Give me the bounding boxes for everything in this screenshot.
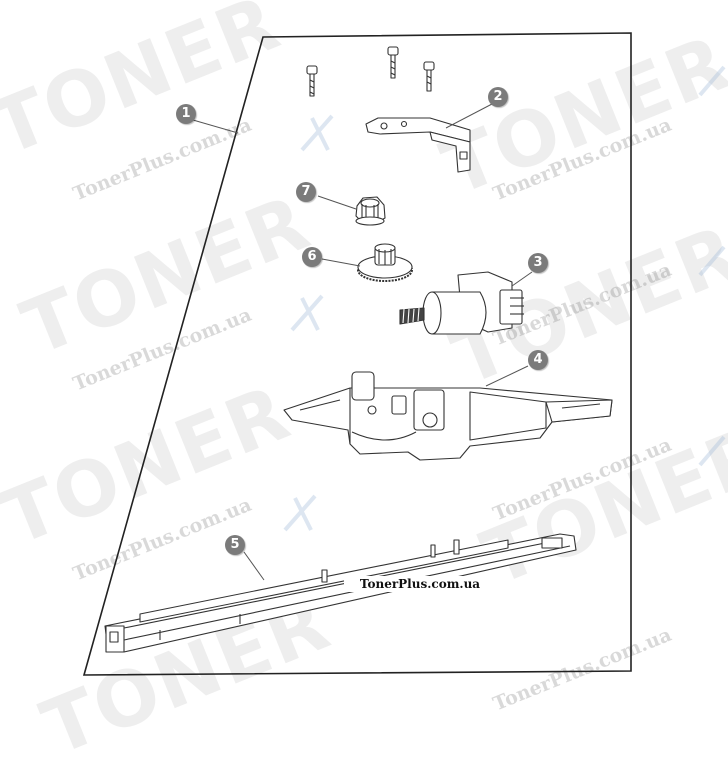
site-label: TonerPlus.com.ua xyxy=(344,576,496,592)
callout-2: 2 xyxy=(488,87,508,107)
callout-5: 5 xyxy=(225,535,245,555)
callout-3: 3 xyxy=(528,253,548,273)
screw-right xyxy=(423,61,435,92)
motor-part xyxy=(399,271,524,335)
leader-lines xyxy=(192,103,533,581)
callout-1: 1 xyxy=(176,104,196,124)
frame-rail-part xyxy=(104,533,577,653)
callout-6: 6 xyxy=(302,247,322,267)
watermark-x-marks xyxy=(283,65,726,532)
screw-middle xyxy=(387,46,399,79)
gearbox-housing-part xyxy=(283,371,613,461)
assembly-frame-outline xyxy=(82,32,632,676)
parts-drawing xyxy=(82,32,726,676)
small-gear-part xyxy=(355,196,386,226)
large-gear-part xyxy=(357,243,413,282)
callout-4: 4 xyxy=(528,350,548,370)
callout-7: 7 xyxy=(296,182,316,202)
bracket-part xyxy=(365,117,471,173)
screw-left xyxy=(306,65,318,97)
